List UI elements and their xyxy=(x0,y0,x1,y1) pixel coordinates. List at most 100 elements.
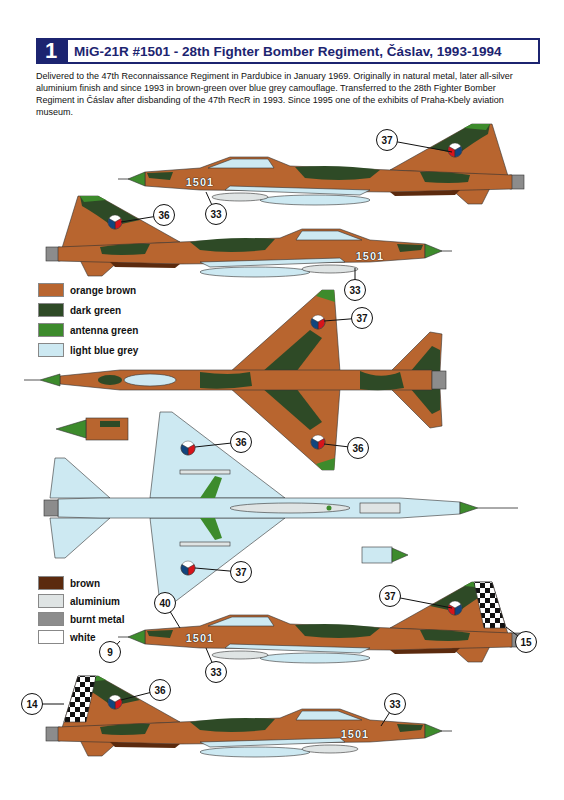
top-view-part xyxy=(200,372,252,389)
node-text: 33 xyxy=(210,209,221,220)
top-view-part xyxy=(262,330,322,372)
color-swatch xyxy=(38,323,64,337)
bottom-view-part xyxy=(180,470,230,474)
legend-entry: dark green xyxy=(38,303,121,317)
callout-number: 33 xyxy=(384,693,406,715)
aircraft-profile xyxy=(118,124,524,205)
legend-text: dark green xyxy=(70,305,121,316)
legend-entry: antenna green xyxy=(38,323,138,337)
node-text: 1 xyxy=(45,38,57,64)
legend-entry: orange brown xyxy=(38,283,136,297)
top-view xyxy=(24,290,446,470)
checkered-rudder xyxy=(474,582,506,628)
node-text: 33 xyxy=(389,699,400,710)
registration-number: 1501 xyxy=(356,250,384,262)
color-swatch xyxy=(38,343,64,357)
title-text: MiG-21R #1501 - 28th Fighter Bomber Regi… xyxy=(66,38,540,64)
color-swatch xyxy=(38,630,64,644)
top-view-part xyxy=(60,370,432,390)
callout-number: 36 xyxy=(230,431,252,453)
bottom-view-part xyxy=(478,508,518,509)
node-text: 36 xyxy=(158,210,169,221)
aircraft-profile xyxy=(118,582,524,663)
top-view-part xyxy=(432,371,446,389)
top-view-part xyxy=(390,388,442,428)
color-swatch xyxy=(38,303,64,317)
top-view-part xyxy=(40,374,60,386)
color-swatch xyxy=(38,612,64,626)
bottom-view-part xyxy=(150,518,285,604)
detail-views-part xyxy=(86,418,128,440)
callout-number: 9 xyxy=(99,641,121,663)
top-view-part xyxy=(311,315,325,329)
detail-views-part xyxy=(362,547,392,563)
node-text: 37 xyxy=(356,313,367,324)
color-swatch xyxy=(38,576,64,590)
legend-entry: light blue grey xyxy=(38,343,138,357)
bottom-view-part xyxy=(230,503,350,513)
legend-text: antenna green xyxy=(70,325,138,336)
registration-number: 1501 xyxy=(341,728,369,740)
top-view-part xyxy=(124,374,176,386)
top-view-part xyxy=(262,388,322,430)
detail-views-part xyxy=(100,421,120,427)
top-view-part xyxy=(98,375,122,385)
node-text: 36 xyxy=(154,685,165,696)
top-view-part xyxy=(316,290,335,302)
node-text: 40 xyxy=(159,598,170,609)
color-swatch xyxy=(38,283,64,297)
node-text: 37 xyxy=(384,591,395,602)
side-view-right xyxy=(46,196,452,277)
detail-views-part xyxy=(392,548,408,562)
bottom-view-part xyxy=(44,500,58,516)
bottom-view-part xyxy=(200,476,222,498)
top-view-part xyxy=(311,435,325,449)
callout-number: 37 xyxy=(351,307,373,329)
aircraft-profile xyxy=(46,196,452,277)
callout-number: 37 xyxy=(376,129,398,151)
bottom-view-part xyxy=(50,458,110,498)
bottom-view-part xyxy=(150,412,285,498)
callout-number: 36 xyxy=(347,437,369,459)
top-view-part xyxy=(230,388,340,470)
side-view-left-checkered-part xyxy=(118,582,524,663)
callout-number: 40 xyxy=(154,592,176,614)
callout-number: 14 xyxy=(21,693,43,715)
bottom-view xyxy=(44,412,518,604)
bottom-view-part xyxy=(360,503,400,513)
bottom-view-part xyxy=(200,518,222,540)
side-view-right-checkered-part xyxy=(46,676,452,757)
bottom-view-part xyxy=(58,498,460,518)
detail-views-part xyxy=(56,420,86,438)
side-view-right-part xyxy=(46,196,452,277)
checkered-rudder xyxy=(64,676,96,722)
top-view-part xyxy=(390,332,442,372)
registration-number: 1501 xyxy=(186,176,214,188)
top-view-part xyxy=(24,380,40,381)
callout-number: 36 xyxy=(153,204,175,226)
registration-number: 1501 xyxy=(186,632,214,644)
node-text: 14 xyxy=(26,699,37,710)
node-text: 37 xyxy=(235,567,246,578)
node-text: 33 xyxy=(349,285,360,296)
top-view-part xyxy=(410,388,440,414)
side-view-right-checkered xyxy=(46,676,452,757)
legend-entry: burnt metal xyxy=(38,612,124,626)
bottom-view-part xyxy=(327,506,332,511)
node-text: 33 xyxy=(210,667,221,678)
node-text: 36 xyxy=(352,443,363,454)
node-text: 9 xyxy=(107,647,113,658)
top-view-part xyxy=(360,371,404,390)
bottom-view-part xyxy=(460,502,478,514)
profile-number-box: 1 xyxy=(36,38,66,64)
bottom-view-part xyxy=(50,518,110,558)
color-swatch xyxy=(38,594,64,608)
detail-views xyxy=(56,418,408,563)
description-text: Delivered to the 47th Reconnaissance Reg… xyxy=(36,70,530,118)
callout-number: 36 xyxy=(149,679,171,701)
node-text: 36 xyxy=(235,437,246,448)
callout-number: 33 xyxy=(205,203,227,225)
legend-text: burnt metal xyxy=(70,614,124,625)
callout-number: 15 xyxy=(515,631,537,653)
